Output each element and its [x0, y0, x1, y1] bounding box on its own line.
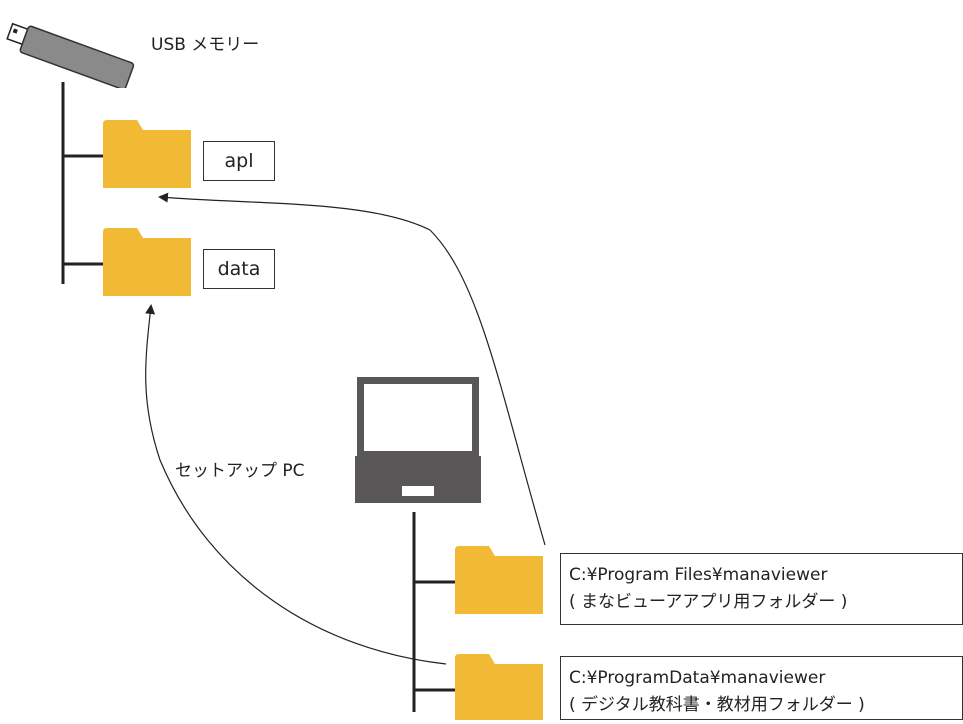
arrow-programdata-to-data: [145, 304, 447, 665]
pc-label: セットアップ PC: [175, 461, 305, 481]
laptop: [355, 377, 481, 509]
pc-folder-program-files[interactable]: [455, 546, 543, 618]
usb-tree-lines: [61, 82, 103, 284]
folder-icon: [103, 120, 191, 188]
laptop-icon: [355, 377, 481, 503]
pc-folder-programdata-label: C:¥ProgramData¥manaviewer ( デジタル教科書・教材用フ…: [560, 656, 963, 720]
usb-drive-icon: [6, 22, 135, 90]
folder-note: ( まなビューアアプリ用フォルダー ): [569, 592, 848, 612]
usb-label: USB メモリー: [151, 35, 260, 55]
pc-tree-lines: [412, 512, 455, 712]
usb-folder-apl-label: apl: [203, 141, 275, 181]
usb-folder-data[interactable]: [103, 228, 191, 300]
folder-path: C:¥ProgramData¥manaviewer: [569, 668, 826, 688]
usb-folder-apl[interactable]: [103, 120, 191, 192]
usb-folder-data-label: data: [203, 249, 275, 289]
pc-folder-program-files-label: C:¥Program Files¥manaviewer ( まなビューアアプリ用…: [560, 553, 963, 625]
folder-note: ( デジタル教科書・教材用フォルダー ): [569, 695, 865, 715]
folder-icon: [103, 228, 191, 296]
folder-path: C:¥Program Files¥manaviewer: [569, 565, 828, 585]
pc-folder-programdata[interactable]: [455, 654, 543, 724]
usb-drive: [6, 8, 146, 92]
folder-icon: [455, 546, 543, 614]
arrow-program-files-to-apl: [158, 192, 546, 546]
folder-icon: [455, 654, 543, 720]
